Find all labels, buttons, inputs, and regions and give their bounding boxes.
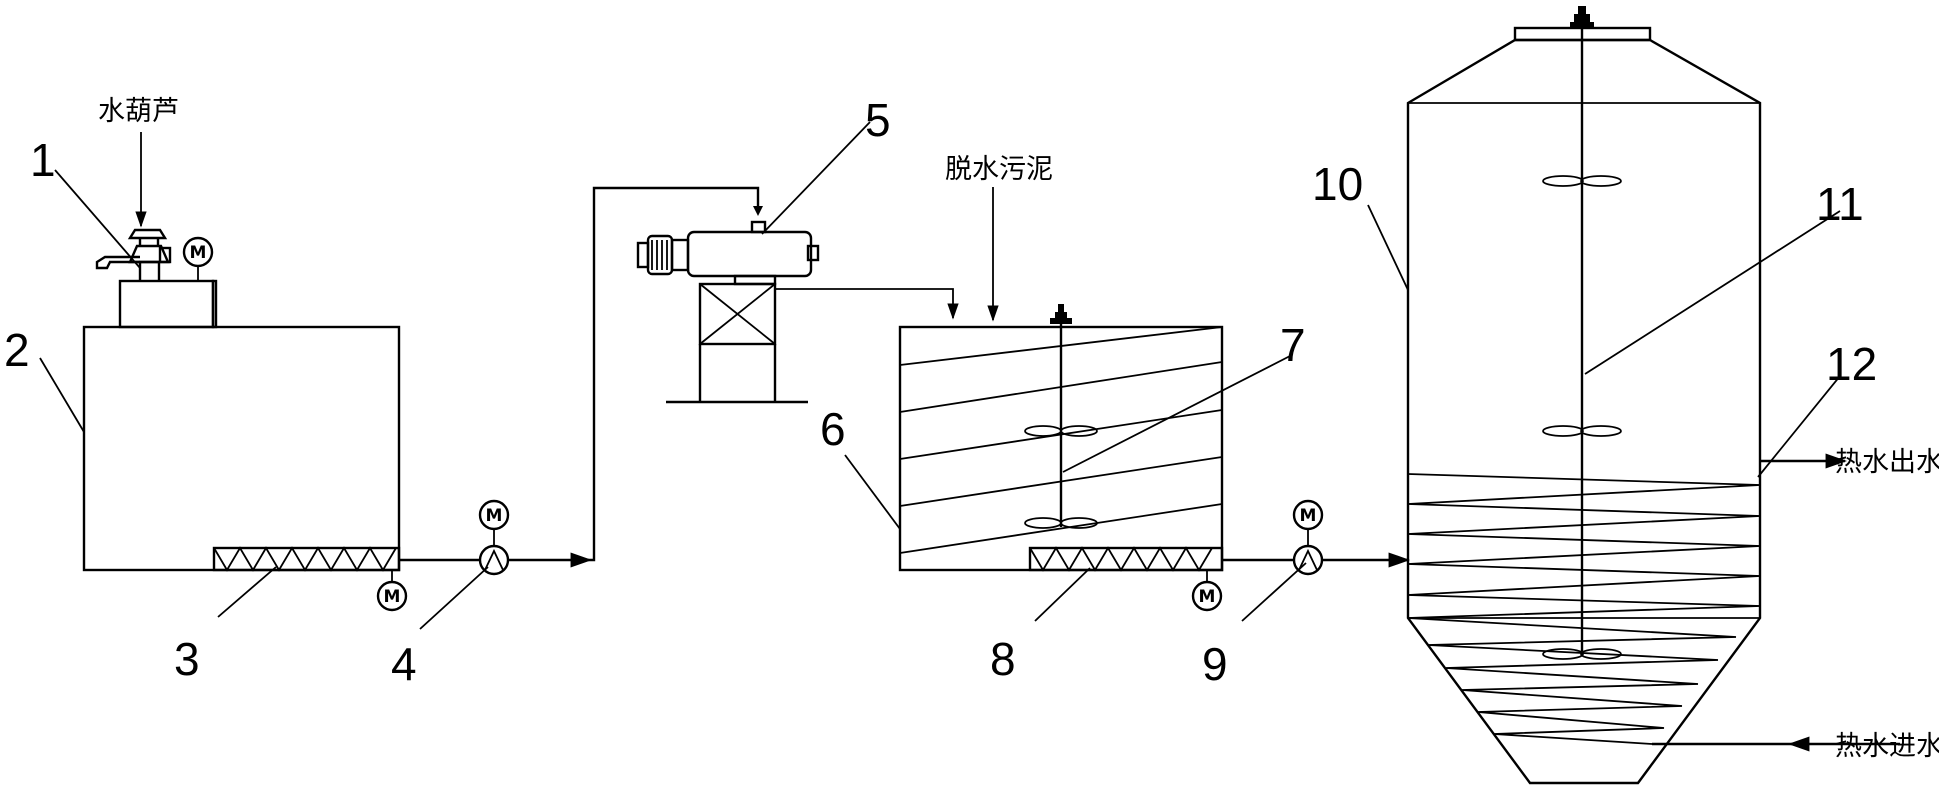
agitator-11 xyxy=(1542,28,1622,660)
label-dewatered-sludge: 脱水污泥 xyxy=(945,154,1053,185)
callout-6: 6 xyxy=(820,403,846,455)
svg-text:M: M xyxy=(384,587,401,607)
storage-tank-2 xyxy=(82,325,401,572)
callout-7: 7 xyxy=(1280,319,1306,371)
pump-4: M xyxy=(399,186,763,576)
reactor-10 xyxy=(1406,6,1762,785)
agitator-7 xyxy=(1024,304,1098,529)
label-hot-water-out: 热水出水 xyxy=(1835,447,1939,478)
callout-3: 3 xyxy=(174,633,200,685)
callout-11: 11 xyxy=(1816,178,1864,230)
callout-12: 12 xyxy=(1826,338,1877,390)
callout-9: 9 xyxy=(1202,638,1228,690)
label-hot-water-in: 热水进水 xyxy=(1835,731,1939,762)
screw-conveyor-8: M xyxy=(1028,546,1224,612)
label-water-hyacinth: 水葫芦 xyxy=(98,96,179,127)
callout-1: 1 xyxy=(30,134,56,186)
motor-crusher: M xyxy=(182,236,214,281)
svg-text:M: M xyxy=(486,506,503,526)
callout-4: 4 xyxy=(391,638,417,690)
callout-8: 8 xyxy=(990,633,1016,685)
callout-2: 2 xyxy=(4,324,30,376)
svg-text:M: M xyxy=(190,243,207,263)
callout-10: 10 xyxy=(1312,158,1363,210)
callout-5: 5 xyxy=(865,94,891,146)
dewatering-machine-5 xyxy=(636,220,820,404)
svg-text:M: M xyxy=(1199,587,1216,607)
dewater-discharge-line xyxy=(775,288,959,320)
heating-coil-12 xyxy=(1407,453,1900,752)
crusher-1 xyxy=(95,228,218,329)
pump-9: M xyxy=(1222,499,1411,576)
svg-text:M: M xyxy=(1300,506,1317,526)
screw-conveyor-3: M xyxy=(212,546,408,612)
leader-lines xyxy=(39,121,1841,630)
